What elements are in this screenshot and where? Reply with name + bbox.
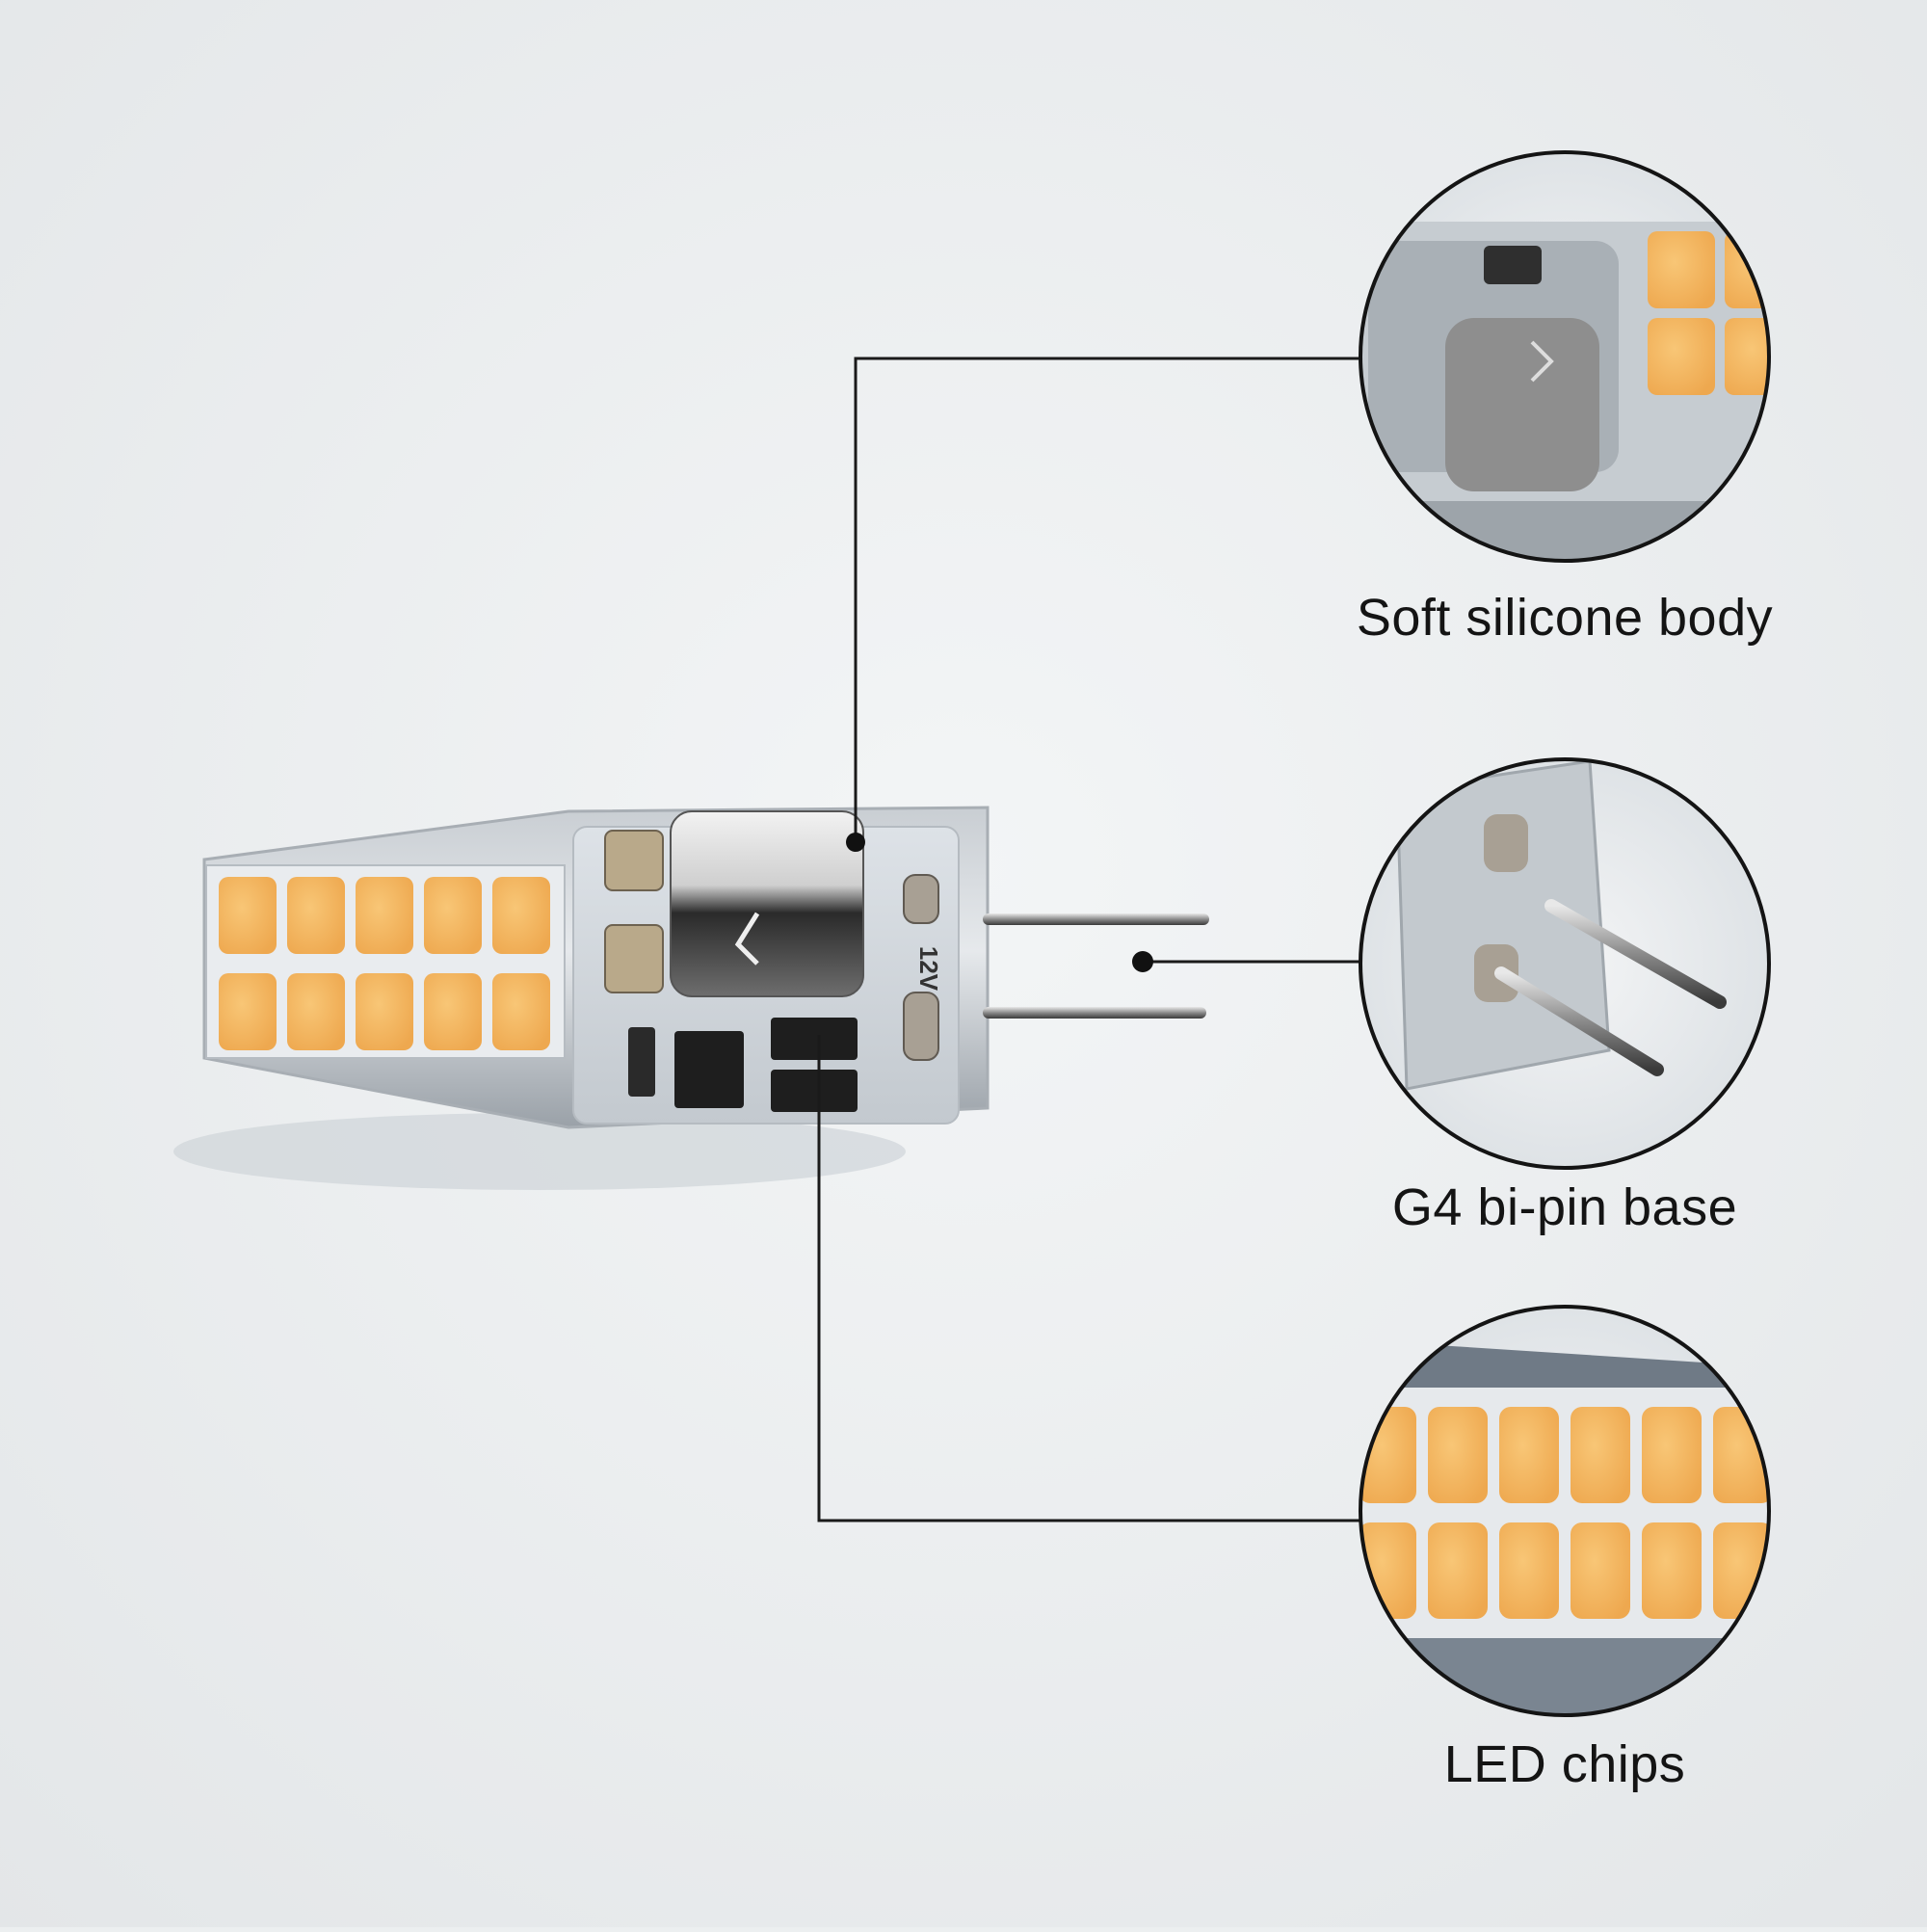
led-chip — [219, 877, 277, 954]
anchor-dot — [1132, 951, 1153, 972]
led-chip — [219, 973, 277, 1050]
led-chip — [287, 877, 345, 954]
led-chip — [492, 973, 550, 1050]
callout-label-silicone-body: Soft silicone body — [1356, 589, 1774, 647]
ic-chip — [674, 1031, 744, 1108]
led-chip — [287, 973, 345, 1050]
callout-label-led-chips: LED chips — [1443, 1735, 1686, 1793]
leader-line-silicone-body — [854, 357, 1359, 842]
leader-lines — [817, 357, 1362, 1522]
led-chip — [424, 973, 482, 1050]
driver-component — [670, 810, 864, 997]
led-chip — [424, 877, 482, 954]
bulb-shadow — [173, 1113, 906, 1190]
bi-pin — [983, 1007, 1206, 1019]
resistor — [628, 1027, 655, 1097]
detail-circle-led-chips — [1359, 1305, 1771, 1717]
bi-pin — [983, 913, 1209, 925]
leader-line-led-chips — [817, 1035, 1362, 1522]
anchor-dot — [846, 833, 865, 852]
solder-pad — [604, 830, 664, 891]
callout-label-bipin-base: G4 bi-pin base — [1391, 1178, 1738, 1236]
led-chip — [492, 877, 550, 954]
pin-post — [903, 874, 939, 924]
g4-led-bulb: 12V — [173, 806, 1209, 1190]
pin-post — [903, 992, 939, 1061]
led-chip — [356, 973, 413, 1050]
led-chip-array — [219, 877, 550, 1050]
solder-pad — [604, 924, 664, 993]
voltage-marking: 12V — [914, 946, 943, 992]
led-chip — [356, 877, 413, 954]
smd-component — [771, 1070, 858, 1112]
chevron-marking-icon — [734, 912, 760, 966]
detail-circle-bipin-base — [1359, 757, 1771, 1170]
smd-component — [771, 1018, 858, 1060]
